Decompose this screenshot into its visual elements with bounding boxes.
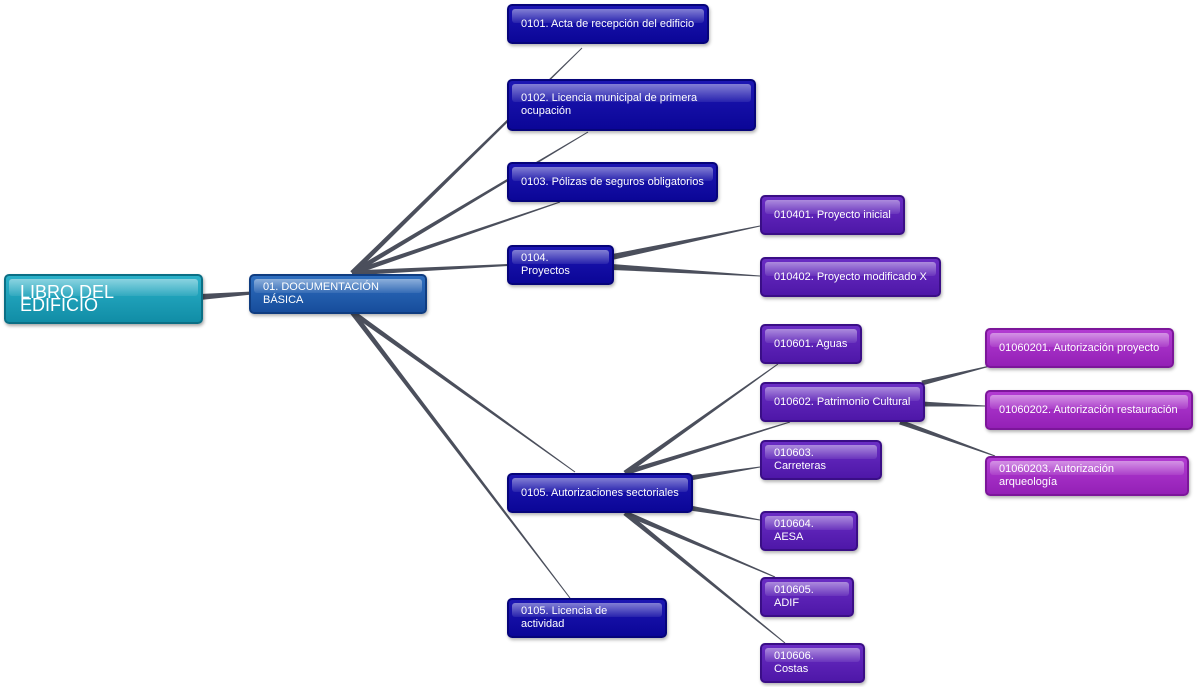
connector-branch (611, 225, 761, 260)
connector-branch (350, 310, 576, 473)
node-0101[interactable]: 0101. Acta de recepción del edificio (507, 4, 709, 44)
node-010603-label: 010603. Carreteras (774, 447, 826, 472)
node-0104-label: 0104. Proyectos (521, 252, 570, 277)
node-010602-label: 010602. Patrimonio Cultural (774, 395, 911, 408)
node-01060202-label: 01060202. Autorización restauración (999, 403, 1178, 416)
node-010601-label: 010601. Aguas (774, 337, 848, 350)
connector-branch (689, 505, 761, 521)
connector-branch (921, 401, 985, 407)
node-010401[interactable]: 010401. Proyecto inicial (760, 195, 905, 235)
node-01060202[interactable]: 01060202. Autorización restauración (985, 390, 1193, 430)
node-010606-label: 010606. Costas (774, 650, 814, 675)
connector-branch (689, 466, 761, 481)
connector-branch (351, 264, 509, 276)
node-0103-label: 0103. Pólizas de seguros obligatorios (521, 175, 704, 188)
node-010604-label: 010604. AESA (774, 518, 814, 543)
node-01060203[interactable]: 01060203. Autorización arqueología (985, 456, 1189, 496)
connector-branch (199, 291, 253, 300)
connector-branch (624, 510, 776, 578)
node-010402[interactable]: 010402. Proyecto modificado X (760, 257, 941, 297)
connector-branch (624, 421, 791, 476)
node-010606[interactable]: 010606. Costas (760, 643, 865, 683)
node-010605-label: 010605. ADIF (774, 584, 814, 609)
connector-branch (350, 310, 571, 599)
root-node-label: LIBRO DEL EDIFICIO (20, 282, 114, 315)
node-01060201[interactable]: 01060201. Autorización proyecto (985, 328, 1174, 368)
connector-branch (611, 264, 760, 277)
node-0102[interactable]: 0102. Licencia municipal de primera ocup… (507, 79, 756, 131)
section-node-label: 01. DOCUMENTACIÓN BÁSICA (263, 281, 379, 306)
node-0103[interactable]: 0103. Pólizas de seguros obligatorios (507, 162, 718, 202)
connector-branch (351, 201, 561, 276)
connector-branch (921, 365, 991, 386)
node-010601[interactable]: 010601. Aguas (760, 324, 862, 364)
node-0102-label: 0102. Licencia municipal de primera ocup… (521, 92, 698, 117)
node-0104[interactable]: 0104. Proyectos (507, 245, 614, 285)
connector-branch (899, 419, 996, 457)
node-0105-licencia-label: 0105. Licencia de actividad (521, 605, 608, 630)
node-0105-licencia-actividad[interactable]: 0105. Licencia de actividad (507, 598, 667, 638)
node-0105-autorizaciones-label: 0105. Autorizaciones sectoriales (521, 486, 679, 499)
node-0101-label: 0101. Acta de recepción del edificio (521, 17, 695, 30)
connector-branch (623, 511, 786, 644)
node-010604[interactable]: 010604. AESA (760, 511, 858, 551)
node-010605[interactable]: 010605. ADIF (760, 577, 854, 617)
root-node[interactable]: LIBRO DEL EDIFICIO (4, 274, 203, 324)
section-node-documentacion-basica[interactable]: 01. DOCUMENTACIÓN BÁSICA (249, 274, 427, 314)
node-010602[interactable]: 010602. Patrimonio Cultural (760, 382, 925, 422)
node-010401-label: 010401. Proyecto inicial (774, 208, 891, 221)
node-0105-autorizaciones[interactable]: 0105. Autorizaciones sectoriales (507, 473, 693, 513)
node-010603[interactable]: 010603. Carreteras (760, 440, 882, 480)
connector-branch (623, 363, 779, 475)
node-01060201-label: 01060201. Autorización proyecto (999, 341, 1160, 354)
node-01060203-label: 01060203. Autorización arqueología (999, 463, 1114, 488)
node-010402-label: 010402. Proyecto modificado X (774, 270, 927, 283)
